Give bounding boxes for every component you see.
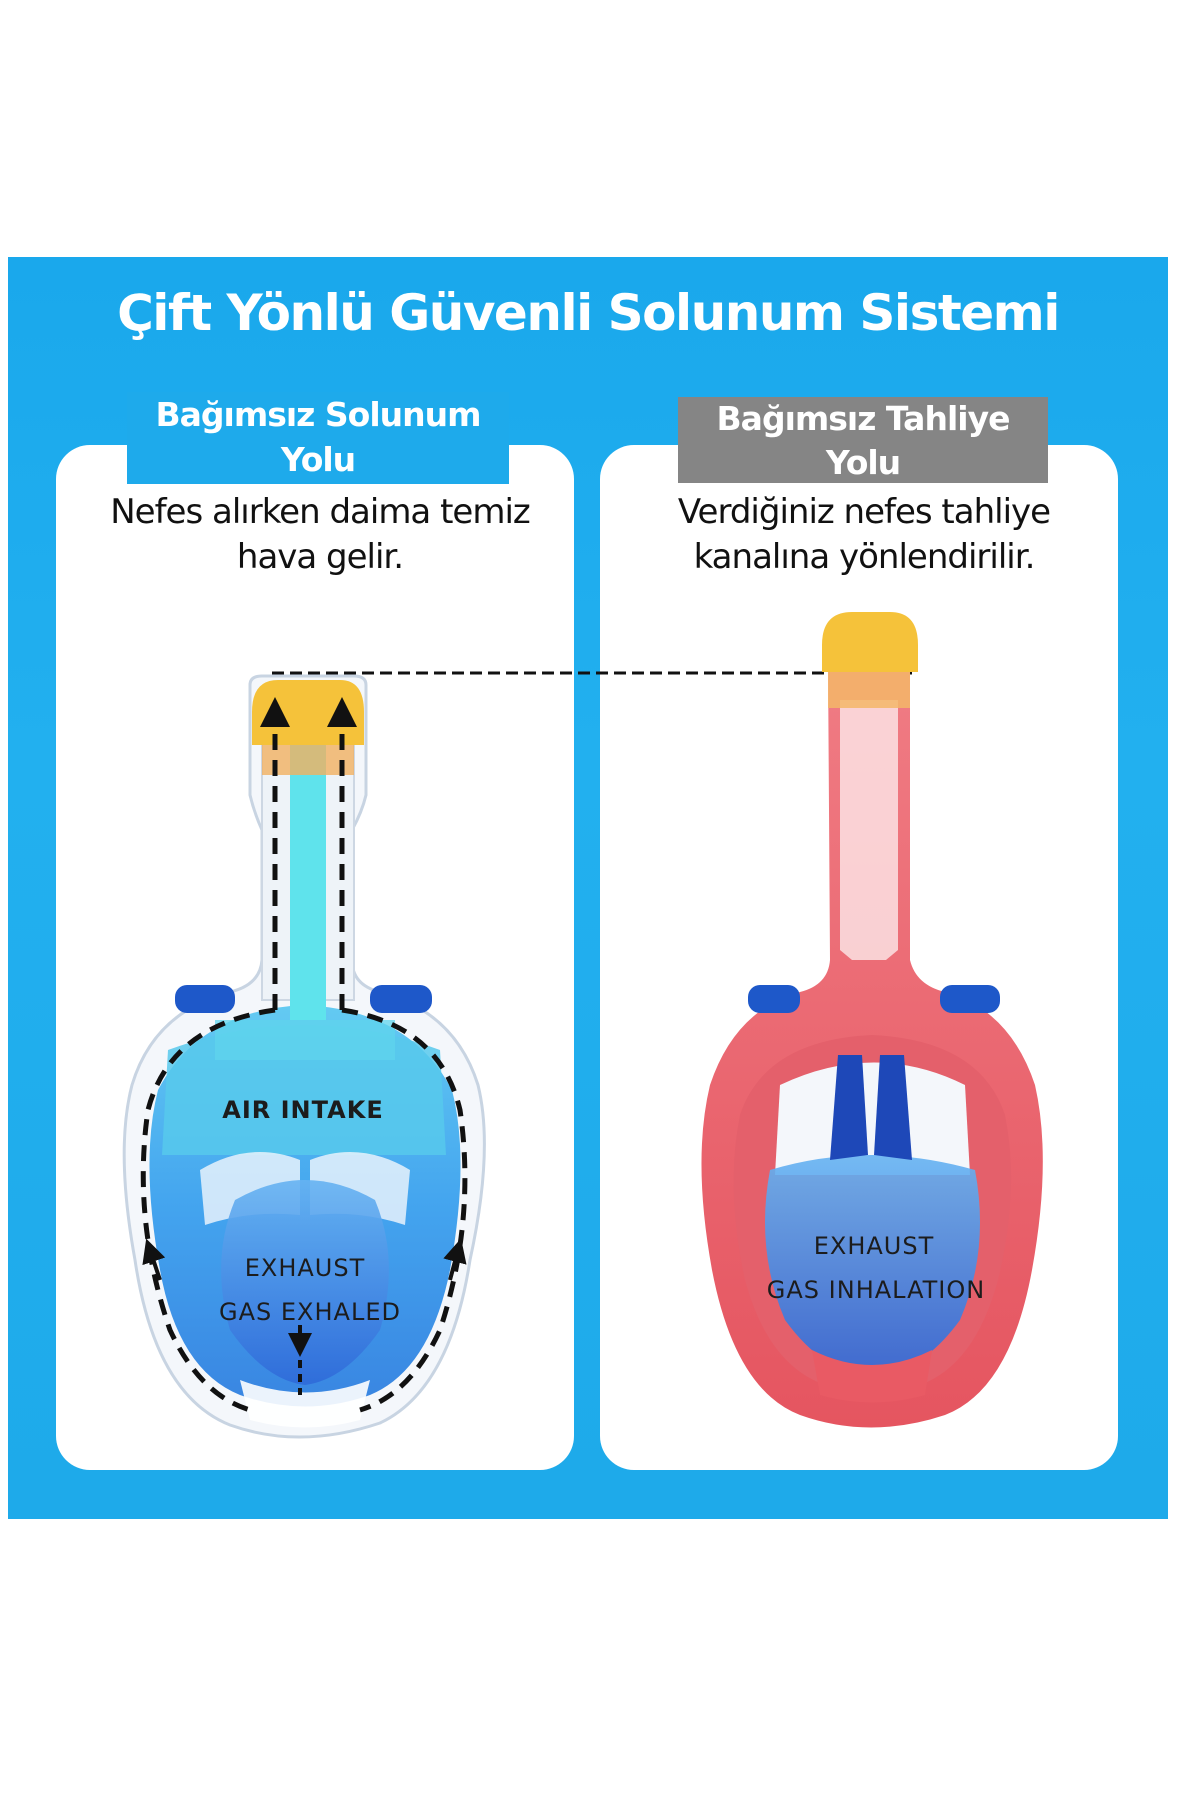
exhaust-path-tag: Bağımsız Tahliye Yolu (678, 397, 1048, 483)
right-mask-strap-clip (940, 985, 1000, 1013)
breathing-path-tag-line2: Yolu (280, 440, 356, 479)
breathing-desc-line1: Nefes alırken daima temiz (110, 492, 531, 532)
right-inner-tube (874, 1055, 912, 1160)
right-inner-tube (830, 1055, 868, 1160)
left-flow-arrow (142, 1238, 166, 1281)
left-flow-path (140, 1007, 276, 1413)
page-title: Çift Yönlü Güvenli Solunum Sistemi (117, 284, 1060, 342)
exhaust-desc-line1: Verdiğiniz nefes tahliye (677, 492, 1051, 532)
breathing-path-description: Nefes alırken daima temiz hava gelir. (80, 490, 560, 580)
left-mask-strap-clip (175, 985, 235, 1013)
left-mask-chin (240, 1380, 370, 1428)
left-exhaust-label: EXHAUST (245, 1254, 366, 1282)
right-tube-white-stripe (840, 700, 898, 960)
right-mask-blue-inner (765, 1155, 980, 1375)
right-exhaust-label: EXHAUST (814, 1232, 935, 1260)
exhaust-path-tag-line2: Yolu (825, 443, 901, 482)
left-snorkel-yellow-top (252, 680, 364, 745)
right-mask: EXHAUST GAS INHALATION (701, 612, 1043, 1428)
exhaust-path-description: Verdiğiniz nefes tahliye kanalına yönlen… (620, 490, 1108, 580)
right-mask-strap-clip (748, 985, 800, 1013)
left-mask-strap-clip (370, 985, 432, 1013)
right-mask-chin (812, 1350, 932, 1403)
breathing-desc-line2: hava gelir. (236, 537, 404, 577)
left-air-channel-base (215, 1020, 395, 1060)
air-intake-label: AIR INTAKE (222, 1096, 383, 1124)
exhaust-path-tag-line1: Bağımsız Tahliye (716, 399, 1011, 438)
left-mask-inner-chamber (221, 1180, 389, 1385)
exhaust-desc-line2: kanalına yönlendirilir. (693, 537, 1036, 577)
gas-exhaled-label: GAS EXHALED (219, 1298, 401, 1326)
left-flow-path (341, 1007, 468, 1413)
gas-inhalation-label: GAS INHALATION (767, 1276, 985, 1304)
right-snorkel-yellow-top (822, 612, 918, 672)
breathing-path-tag-line1: Bağımsız Solunum (155, 395, 481, 434)
left-flow-arrow (443, 1238, 467, 1281)
breathing-path-tag: Bağımsız Solunum Yolu (127, 392, 509, 484)
left-mask: AIR INTAKE EXHAUST GAS EXHALED (122, 674, 486, 1439)
right-mask-white-area (775, 1062, 970, 1175)
right-snorkel-orange-cap (828, 672, 910, 708)
